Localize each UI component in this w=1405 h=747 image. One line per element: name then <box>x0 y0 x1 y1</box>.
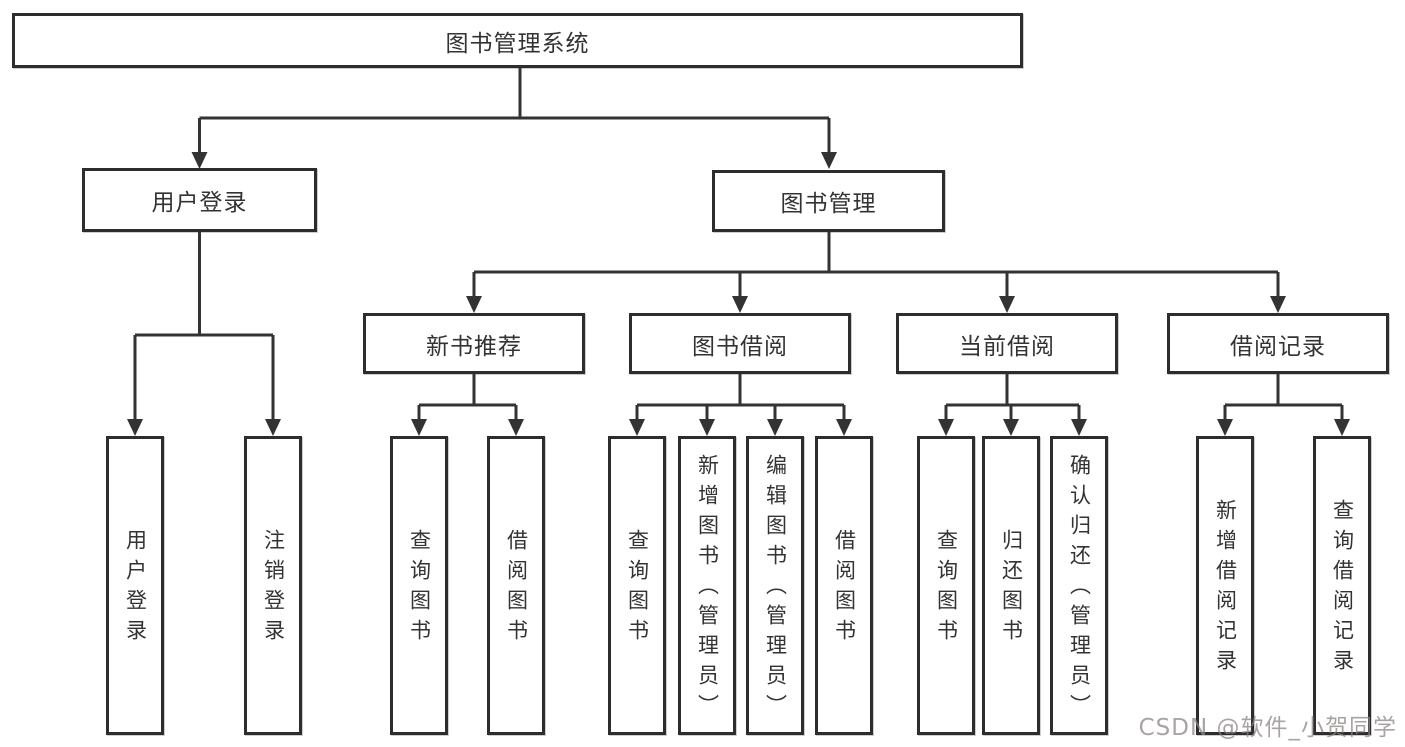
arrow-icon <box>821 152 837 169</box>
arrow-icon <box>1071 419 1087 436</box>
arrow-icon <box>732 296 748 313</box>
arrow-icon <box>767 419 783 436</box>
leaf-query-books-borrowing: 查询图书 <box>608 436 666 735</box>
leaf-add-book-admin: 新增图书（管理员） <box>678 436 736 735</box>
leaf-add-borrow-record: 新增借阅记录 <box>1196 436 1254 735</box>
leaf-confirm-return-admin: 确认归还（管理员） <box>1050 436 1108 735</box>
arrow-icon <box>836 419 852 436</box>
arrow-icon <box>1003 419 1019 436</box>
node-new-book-recommendation: 新书推荐 <box>363 313 585 374</box>
csdn-watermark: CSDN @软件_小贺同学 <box>1138 715 1397 741</box>
node-borrowing-records: 借阅记录 <box>1167 313 1389 374</box>
node-book-management-branch: 图书管理 <box>712 170 945 232</box>
leaf-user-login: 用户登录 <box>106 436 164 735</box>
leaf-borrow-books-recommend: 借阅图书 <box>487 436 545 735</box>
arrow-icon <box>629 419 645 436</box>
arrow-icon <box>938 419 954 436</box>
leaf-query-borrow-record: 查询借阅记录 <box>1313 436 1371 735</box>
leaf-return-books: 归还图书 <box>982 436 1040 735</box>
leaf-logout: 注销登录 <box>244 436 302 735</box>
arrow-icon <box>466 296 482 313</box>
arrow-icon <box>1270 296 1286 313</box>
node-current-borrowing: 当前借阅 <box>896 313 1118 374</box>
arrow-icon <box>127 419 143 436</box>
arrow-icon <box>265 419 281 436</box>
arrow-icon <box>1334 419 1350 436</box>
leaf-edit-book-admin: 编辑图书（管理员） <box>746 436 804 735</box>
node-book-borrowing: 图书借阅 <box>629 313 851 374</box>
leaf-query-books-current: 查询图书 <box>917 436 975 735</box>
leaf-query-books-recommend: 查询图书 <box>390 436 448 735</box>
arrow-icon <box>508 419 524 436</box>
arrow-icon <box>191 152 208 169</box>
arrow-icon <box>1217 419 1233 436</box>
leaf-borrow-books-borrowing: 借阅图书 <box>815 436 873 735</box>
arrow-icon <box>699 419 715 436</box>
node-user-login-branch: 用户登录 <box>82 168 317 232</box>
arrow-icon <box>999 296 1015 313</box>
arrow-icon <box>411 419 427 436</box>
node-library-management-system: 图书管理系统 <box>12 13 1023 68</box>
